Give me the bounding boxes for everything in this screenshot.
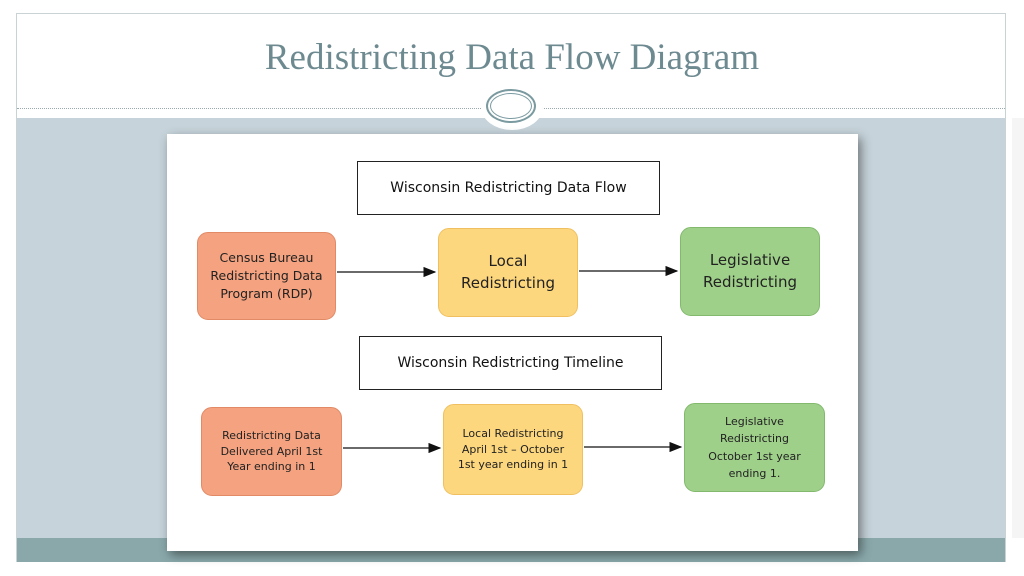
flow-heading-box: Wisconsin Redistricting Data Flow [357, 161, 660, 215]
flow-node-legislative-line: Redistricting [702, 272, 798, 291]
flow-node-legislative: Legislative Redistricting [680, 227, 820, 316]
title-ornament-ring-inner [490, 93, 532, 119]
flow-node-local: Local Redistricting [438, 228, 578, 317]
flow-node-census-line: Program (RDP) [220, 286, 313, 302]
timeline-node-local-line: Local Redistricting [462, 426, 564, 440]
timeline-node-legislative-line: Redistricting [720, 432, 789, 446]
timeline-node-legislative-line: October 1st year [708, 449, 801, 463]
timeline-node-data-line: Delivered April 1st [220, 444, 323, 458]
connector-arrows [337, 265, 683, 454]
timeline-heading: Wisconsin Redistricting Timeline [397, 355, 624, 371]
diagram-card: Wisconsin Redistricting Data Flow Census… [167, 134, 858, 551]
timeline-node-local-line: 1st year ending in 1 [457, 458, 569, 472]
flow-node-legislative-line: Legislative [709, 250, 791, 269]
timeline-node-legislative: Legislative Redistricting October 1st ye… [684, 403, 825, 492]
timeline-node-legislative-line: ending 1. [728, 466, 781, 480]
timeline-node-data-delivered: Redistricting Data Delivered April 1st Y… [201, 407, 342, 496]
flow-node-census-line: Redistricting Data [210, 267, 323, 283]
timeline-heading-box: Wisconsin Redistricting Timeline [359, 336, 662, 390]
right-edge-strip [1012, 118, 1024, 538]
slide-title: Redistricting Data Flow Diagram [264, 37, 760, 78]
title-ornament-ring-outer [486, 89, 536, 123]
flow-node-local-line: Local [488, 251, 528, 270]
timeline-node-data-line: Redistricting Data [222, 428, 321, 442]
timeline-node-legislative-line: Legislative [725, 415, 784, 429]
flow-node-local-line: Redistricting [460, 273, 556, 292]
timeline-node-data-line: Year ending in 1 [227, 460, 316, 474]
timeline-node-local-line: April 1st – October [461, 442, 565, 456]
flow-node-census: Census Bureau Redistricting Data Program… [197, 232, 336, 320]
flow-heading: Wisconsin Redistricting Data Flow [390, 180, 627, 196]
flow-node-census-line: Census Bureau [219, 249, 314, 265]
timeline-node-local: Local Redistricting April 1st – October … [443, 404, 583, 495]
